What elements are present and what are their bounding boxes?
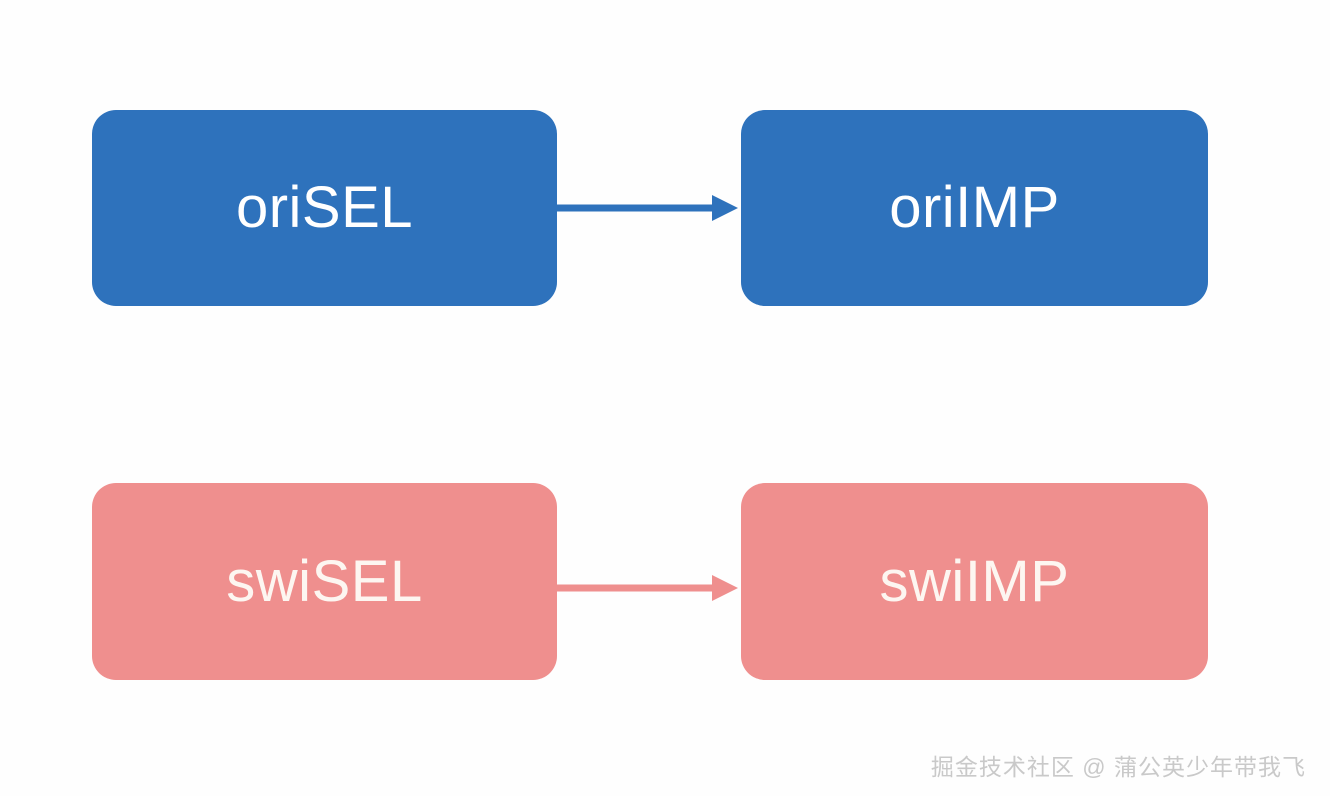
arrow-swisel-to-swiimp [557,575,738,601]
node-oriimp[interactable]: oriIMP [741,110,1208,306]
node-swisel-label: swiSEL [226,548,423,614]
node-orisel-label: oriSEL [235,175,414,240]
node-orisel[interactable]: oriSEL [92,110,557,306]
arrow-orisel-to-oriimp [557,195,738,221]
arrow-head-icon [712,195,738,221]
node-swiimp-label: swiIMP [879,548,1070,614]
arrow-head-icon [712,575,738,601]
watermark: 掘金技术社区 @ 蒲公英少年带我飞 [930,754,1306,780]
node-oriimp-label: oriIMP [889,175,1060,240]
node-swisel[interactable]: swiSEL [92,483,557,680]
node-swiimp[interactable]: swiIMP [741,483,1208,680]
